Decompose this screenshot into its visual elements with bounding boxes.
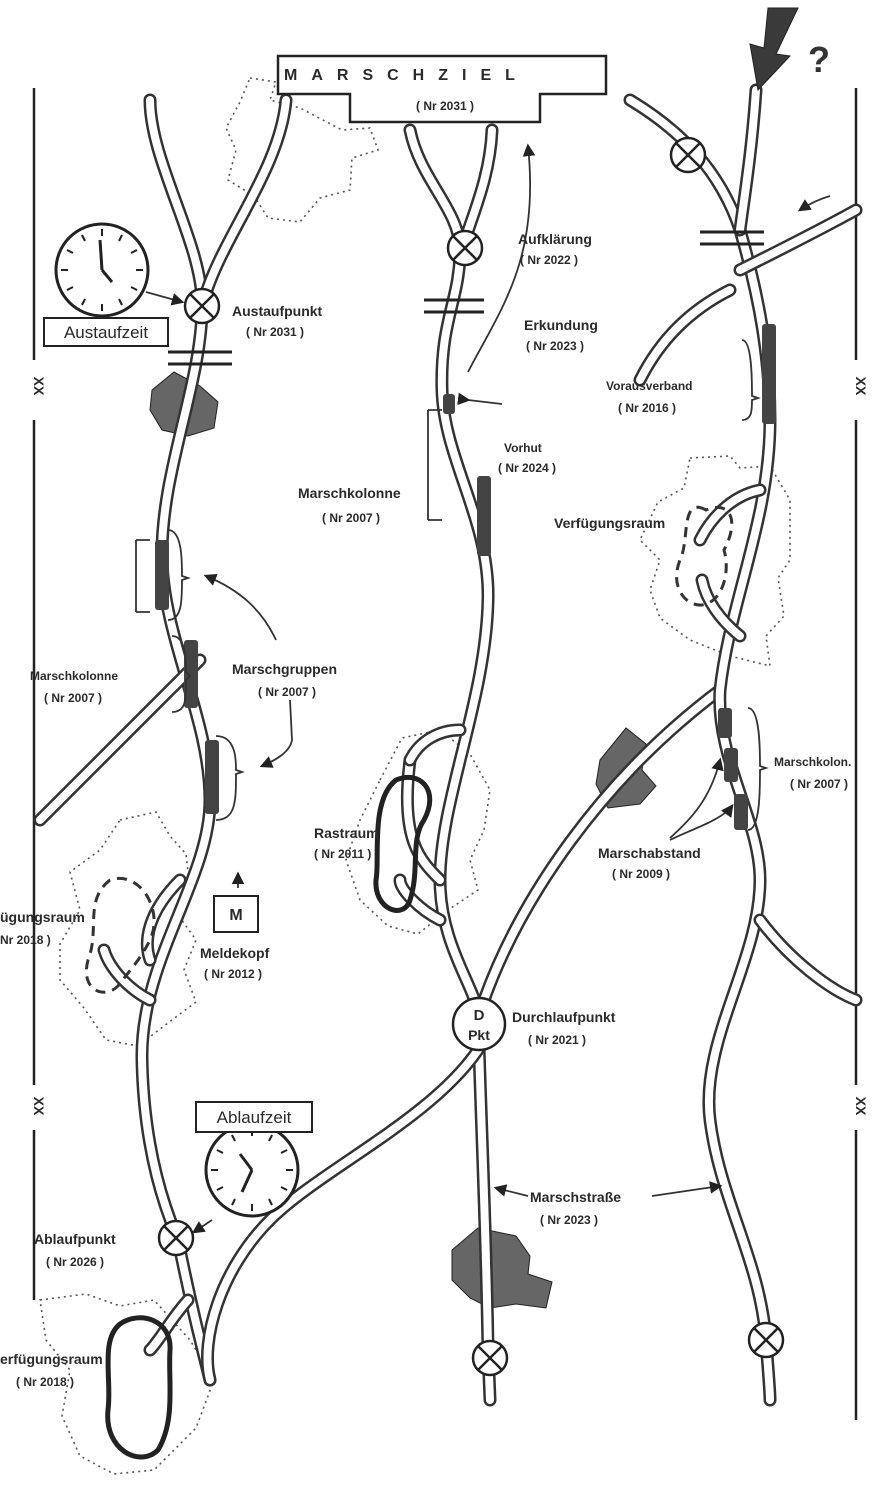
vorausverband-label: Vorausverband [606,379,692,393]
marschabstand-label: Marschabstand [598,845,701,861]
marschkolonne-left-code: ( Nr 2007 ) [44,691,102,705]
ablaufpunkt-symbol-icon [157,1219,195,1257]
austauf-clock-icon [54,222,150,318]
boundary-marker-right-lower: XX [853,1097,869,1116]
durchlaufpunkt-code: ( Nr 2021 ) [528,1033,586,1047]
incoming-arrow-icon [749,7,799,92]
dpkt-top: D [474,1007,485,1024]
bottom-middle-crossing-icon [471,1339,509,1377]
marschkolonne-mid-label: Marschkolonne [298,485,401,501]
ablauf-clock-icon [204,1122,300,1218]
austaufzeit-box: Austaufzeit [43,317,169,347]
marschstrasse-label: Marschstraße [530,1189,621,1205]
austaufzeit-label: Austaufzeit [64,323,148,342]
meldekopf-label: Meldekopf [200,945,270,961]
bottom-right-crossing-icon [747,1321,785,1359]
roads [33,83,863,1407]
marschabstand-code: ( Nr 2009 ) [612,867,670,881]
meldekopf-symbol-label: M [229,907,242,924]
austaufpunkt-symbol-icon [183,287,221,325]
verfuegungsraum-bottom-label: erfügungsraum [0,1351,103,1367]
vorhut-label: Vorhut [504,441,542,455]
arrows [145,143,831,1234]
rastraum-code: ( Nr 2011 ) [314,847,371,861]
verfuegungsraum-left-code: Nr 2018 ) [0,933,51,947]
verfuegungsraum-left-label: ügungsraum [0,909,85,925]
meldekopf-symbol: M [213,895,259,933]
right-top-crossing-icon [669,136,707,174]
erkundung-label: Erkundung [524,317,598,333]
verfuegungsraum-right-label: Verfügungsraum [554,515,665,531]
ablaufzeit-box: Ablaufzeit [195,1101,313,1133]
ablaufzeit-label: Ablaufzeit [217,1108,292,1127]
ablaufpunkt-code: ( Nr 2026 ) [46,1255,104,1269]
brackets [135,339,769,831]
crossing-points [157,136,785,1377]
boundary-marker-left-upper: XX [31,377,47,396]
column-markers [155,324,776,830]
durchlaufpunkt-label: Durchlaufpunkt [512,1009,616,1025]
question-mark: ? [808,39,830,80]
assembly-areas [84,505,734,1460]
verfuegungsraum-bottom-code: ( Nr 2018 ) [16,1375,74,1389]
vorhut-code: ( Nr 2024 ) [498,461,556,475]
marschkolonne-right-label: Marschkolon. [774,755,851,769]
marschziel-code: ( Nr 2031 ) [416,99,474,113]
aufklaerung-code: ( Nr 2022 ) [520,253,578,267]
aufklaerung-label: Aufklärung [518,231,592,247]
ablaufpunkt-label: Ablaufpunkt [34,1231,116,1247]
vorausverband-code: ( Nr 2016 ) [618,401,676,415]
marschziel-title: MARSCHZIEL [284,67,529,84]
rastraum-label: Rastraum [314,825,379,841]
durchlaufpunkt-symbol-icon: D Pkt [451,996,507,1052]
meldekopf-code: ( Nr 2012 ) [204,967,262,981]
dpkt-bottom: Pkt [468,1027,490,1043]
marschstrasse-code: ( Nr 2023 ) [540,1213,598,1227]
austaufpunkt-label: Austaufpunkt [232,303,323,319]
labels: Austaufpunkt ( Nr 2031 ) Aufklärung ( Nr… [0,231,851,1389]
boundary-marker-right-upper: XX [853,377,869,396]
marschziel-box: MARSCHZIEL ( Nr 2031 ) [276,54,608,124]
austaufpunkt-code: ( Nr 2031 ) [246,325,304,339]
aufklaerung-symbol-icon [446,229,484,267]
erkundung-code: ( Nr 2023 ) [526,339,584,353]
boundary-marker-left-lower: XX [31,1097,47,1116]
marschkolonne-right-code: ( Nr 2007 ) [790,777,848,791]
marschkolonne-left-label: Marschkolonne [30,669,118,683]
bridges [168,230,764,366]
marschkolonne-mid-code: ( Nr 2007 ) [322,511,380,525]
marschgruppen-label: Marschgruppen [232,661,337,677]
marschgruppen-code: ( Nr 2007 ) [258,685,316,699]
